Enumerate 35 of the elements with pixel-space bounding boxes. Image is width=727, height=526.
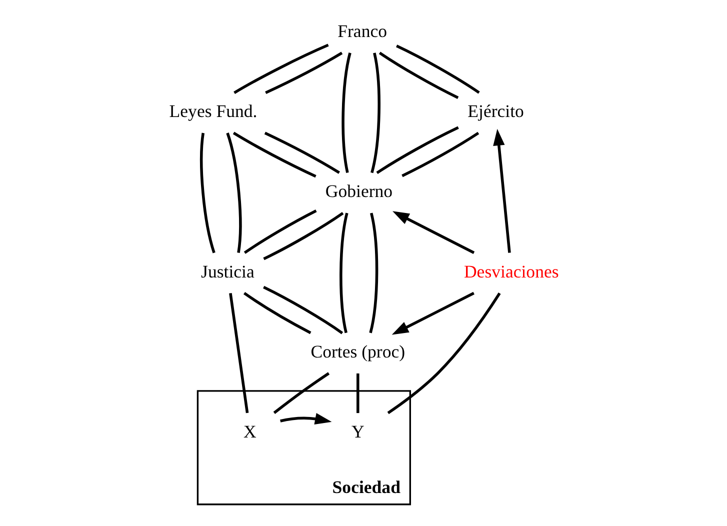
connector — [264, 132, 340, 174]
connector — [376, 126, 458, 174]
node-text: Leyes Fund. — [168, 101, 257, 122]
arrow — [280, 413, 332, 424]
arrow — [392, 211, 474, 254]
connector — [228, 292, 248, 414]
connector — [226, 132, 242, 253]
connector — [339, 212, 348, 334]
connector — [272, 372, 330, 414]
connector — [242, 292, 311, 334]
node-text: Ejército — [467, 101, 524, 122]
connector — [200, 132, 215, 254]
node-text: Franco — [337, 20, 387, 41]
arrow — [391, 292, 474, 335]
connector — [232, 132, 316, 178]
connector — [262, 212, 344, 260]
connector — [386, 292, 500, 414]
node-text: Desviaciones — [463, 261, 558, 282]
connector — [370, 52, 380, 174]
connector — [396, 44, 480, 94]
connector — [378, 52, 458, 99]
connector — [368, 212, 378, 334]
node-text: Justicia — [200, 261, 254, 282]
arrow — [492, 128, 510, 253]
connector — [401, 132, 479, 178]
node-text: X — [243, 421, 256, 442]
node-text: Y — [350, 421, 364, 442]
connector — [264, 52, 342, 94]
node-text: Gobierno — [324, 181, 392, 202]
connector — [341, 52, 351, 173]
node-text: Cortes (proc) — [310, 341, 405, 362]
connector — [233, 44, 328, 94]
connector — [262, 286, 343, 334]
connector — [356, 373, 359, 414]
connector — [243, 210, 316, 254]
